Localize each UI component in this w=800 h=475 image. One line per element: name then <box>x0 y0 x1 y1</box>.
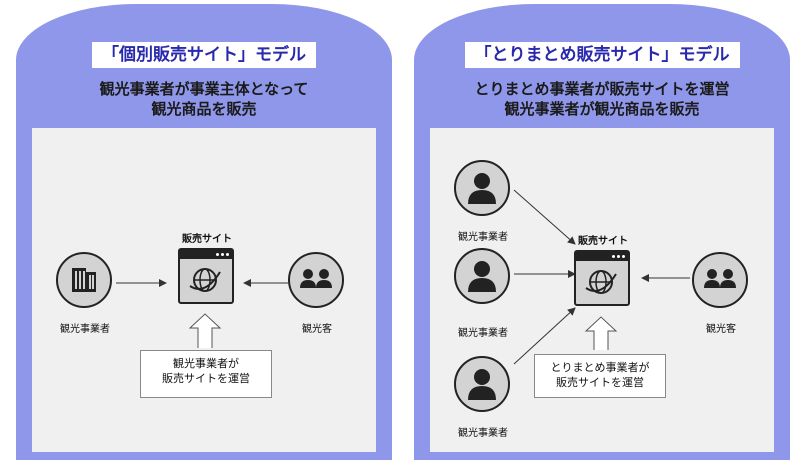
tourists-icon <box>300 269 332 288</box>
operator-label: 観光事業者 <box>458 428 508 439</box>
left-subtitle: 観光事業者が事業主体となって 観光商品を販売 <box>16 79 392 119</box>
site-label: 販売サイト <box>182 234 232 245</box>
right-subtitle: とりまとめ事業者が販売サイトを運営 観光事業者が観光商品を販売 <box>414 79 790 119</box>
operator-label: 観光事業者 <box>458 232 508 243</box>
right-diagram-area: 観光事業者 観光事業者 観光事業者 販売サイト <box>430 128 774 452</box>
left-arrows <box>116 279 288 348</box>
right-subtitle-line: 観光事業者が観光商品を販売 <box>504 100 700 118</box>
browser-globe-icon <box>574 250 630 306</box>
note-line: 販売サイトを運営 <box>556 376 644 389</box>
browser-globe-icon <box>178 248 234 304</box>
operator-node <box>56 252 112 308</box>
left-title: 「個別販売サイト」モデル <box>92 42 316 68</box>
right-arrows <box>513 189 690 365</box>
tourist-label: 観光客 <box>706 324 736 335</box>
right-title: 「とりまとめ販売サイト」モデル <box>464 42 740 68</box>
individual-site-model-panel: 「個別販売サイト」モデル 観光事業者が事業主体となって 観光商品を販売 <box>16 4 392 460</box>
operator-label: 観光事業者 <box>458 328 508 339</box>
operator-node <box>454 160 510 216</box>
note-line: とりまとめ事業者が <box>550 361 650 374</box>
tourists-icon <box>704 269 736 288</box>
person-icon <box>468 369 496 400</box>
left-subtitle-line: 観光事業者が事業主体となって <box>99 80 309 98</box>
person-icon <box>468 261 496 292</box>
hollow-up-arrow <box>584 316 618 350</box>
operator-note: 観光事業者が 販売サイトを運営 <box>140 350 272 398</box>
tourist-node <box>692 252 748 308</box>
tourist-node <box>288 252 344 308</box>
operator-label: 観光事業者 <box>60 324 110 335</box>
tourist-label: 観光客 <box>302 324 332 335</box>
operator-node <box>454 356 510 412</box>
arrow-operator1-to-site <box>513 189 576 245</box>
hollow-up-arrow <box>188 313 222 348</box>
person-icon <box>468 173 496 204</box>
site-label: 販売サイト <box>578 236 628 247</box>
left-diagram-area: 観光事業者 販売サイト 観光客 観光事業者が <box>32 128 376 452</box>
left-subtitle-line: 観光商品を販売 <box>151 100 257 118</box>
arrow-operator3-to-site <box>513 307 576 365</box>
operator-node <box>454 248 510 304</box>
note-line: 販売サイトを運営 <box>162 372 250 385</box>
aggregator-note: とりまとめ事業者が 販売サイトを運営 <box>534 354 666 398</box>
note-line: 観光事業者が <box>173 357 239 370</box>
right-subtitle-line: とりまとめ事業者が販売サイトを運営 <box>474 80 730 98</box>
aggregated-site-model-panel: 「とりまとめ販売サイト」モデル とりまとめ事業者が販売サイトを運営 観光事業者が… <box>414 4 790 460</box>
building-icon <box>72 268 96 292</box>
